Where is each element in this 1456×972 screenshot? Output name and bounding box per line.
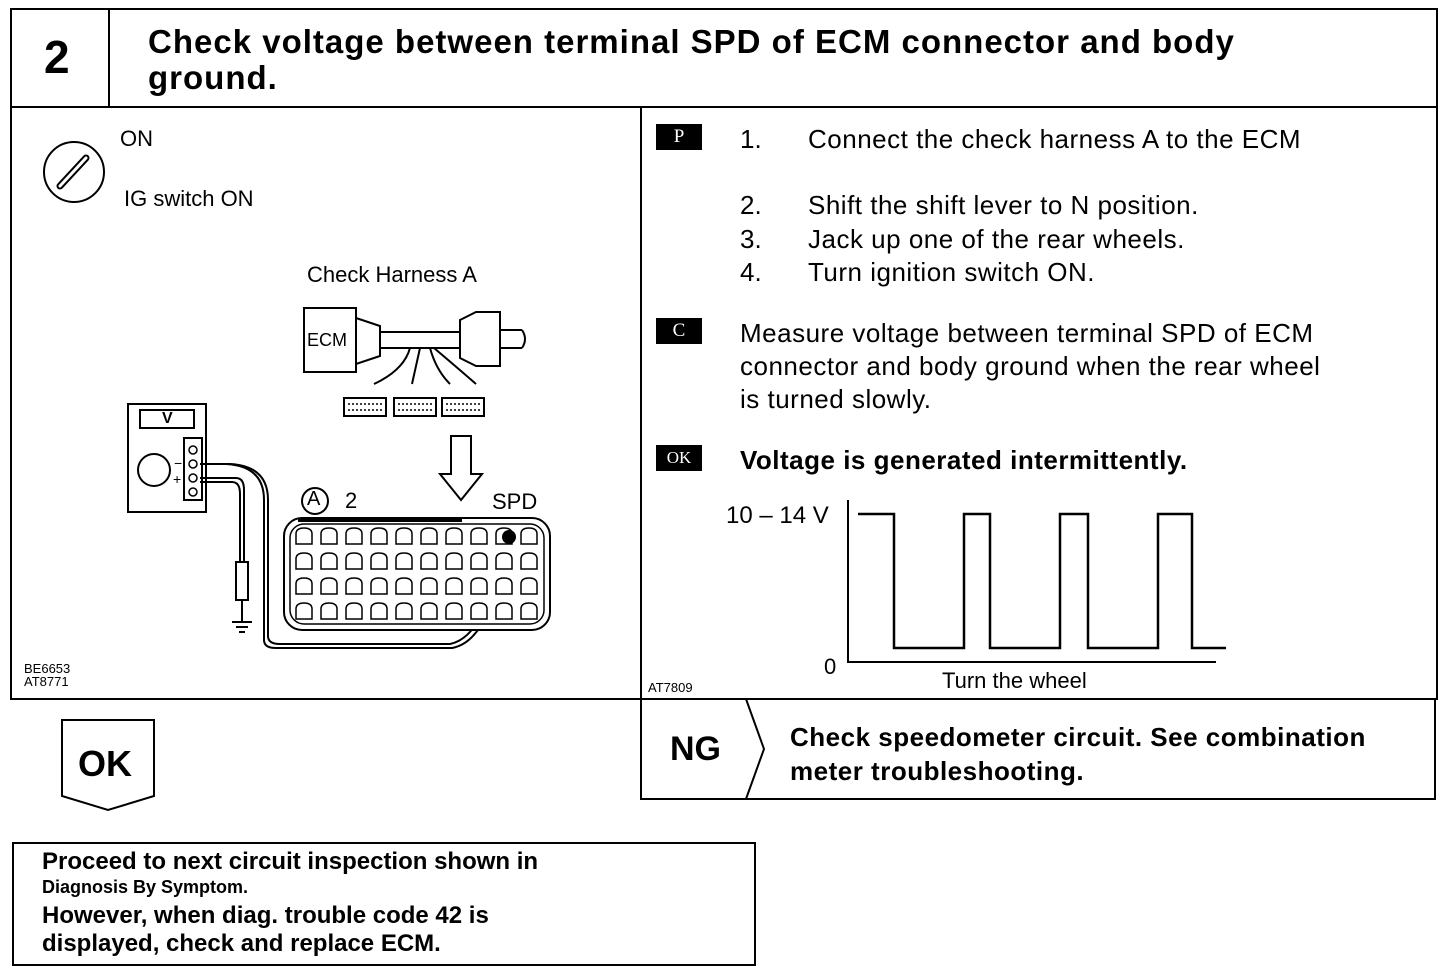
ng-label: NG <box>670 730 721 768</box>
next-line-4: displayed, check and replace ECM. <box>42 930 441 957</box>
marker-a-circle <box>301 487 329 515</box>
voltage-wave-series <box>858 512 1226 650</box>
ok-badge: OK <box>656 445 702 471</box>
connector-terminal <box>495 577 513 595</box>
step-1-number: 1. <box>740 124 762 154</box>
connector-terminal <box>420 527 438 545</box>
connector-terminal <box>295 602 313 620</box>
connector-terminal <box>470 527 488 545</box>
check-line-2: connector and body ground when the rear … <box>740 351 1321 381</box>
ng-divider <box>745 698 766 800</box>
connector-terminal <box>395 577 413 595</box>
connector-terminal <box>470 602 488 620</box>
connector-terminal <box>445 577 463 595</box>
connector-terminal <box>345 577 363 595</box>
ok-result-arrow <box>61 719 155 812</box>
spd-probe-tip <box>502 530 516 544</box>
connector-terminal <box>520 527 538 545</box>
step-4-number: 4. <box>740 257 762 287</box>
step-3-text: Jack up one of the rear wheels. <box>808 224 1185 254</box>
connector-terminal <box>395 527 413 545</box>
connector-terminal <box>295 552 313 570</box>
connector-terminal <box>370 602 388 620</box>
terminal-label: SPD <box>492 489 538 514</box>
connector-terminal <box>370 577 388 595</box>
ng-line-1: Check speedometer circuit. See combinati… <box>790 722 1366 752</box>
switch-state-label: ON <box>120 126 153 151</box>
meter-label: V <box>162 410 173 427</box>
step-1-text: Connect the check harness A to the ECM <box>808 124 1302 154</box>
next-line-3: However, when diag. trouble code 42 is <box>42 902 489 929</box>
ng-box <box>640 698 1436 800</box>
figure-ref-2: AT8771 <box>24 674 69 689</box>
connector-terminal <box>295 577 313 595</box>
next-line-1: Proceed to next circuit inspection shown… <box>42 848 539 875</box>
step-2-number: 2. <box>740 190 762 220</box>
connector-terminal <box>420 552 438 570</box>
connector-terminal <box>320 602 338 620</box>
panel-divider <box>640 106 642 700</box>
connector-terminal <box>345 527 363 545</box>
connector-terminal <box>445 552 463 570</box>
page-title-line1: Check voltage between terminal SPD of EC… <box>148 23 1235 60</box>
connector-marker: A <box>307 488 321 510</box>
check-line-1: Measure voltage between terminal SPD of … <box>740 318 1314 348</box>
connector-terminal <box>445 602 463 620</box>
connector-terminal <box>395 602 413 620</box>
chart-ylabel-low: 0 <box>824 654 837 679</box>
connector-terminal <box>420 577 438 595</box>
svg-text:+: + <box>173 471 181 487</box>
voltmeter-icon: − + <box>127 403 207 513</box>
check-badge: C <box>656 318 702 344</box>
chart-ylabel-high: 10 – 14 V <box>726 502 829 529</box>
connector-terminal <box>295 527 313 545</box>
step-3-number: 3. <box>740 224 762 254</box>
connector-terminal <box>445 527 463 545</box>
page-title-line2: ground. <box>148 59 278 96</box>
connector-terminal <box>470 552 488 570</box>
connector-terminal <box>320 527 338 545</box>
arrow-down-icon <box>437 435 485 502</box>
ok-criteria: Voltage is generated intermittently. <box>740 445 1188 475</box>
connector-terminal <box>520 577 538 595</box>
voltage-waveform-chart <box>847 500 1226 663</box>
chart-axis <box>847 500 1216 663</box>
connector-terminal <box>370 552 388 570</box>
connector-terminal <box>370 527 388 545</box>
connector-terminal <box>345 552 363 570</box>
connector-terminal <box>470 577 488 595</box>
svg-text:−: − <box>174 455 182 471</box>
connector-terminal <box>520 552 538 570</box>
ecm-label: ECM <box>307 330 347 350</box>
next-line-2: Diagnosis By Symptom. <box>42 877 249 897</box>
prep-badge: P <box>656 124 702 150</box>
harness-label: Check Harness A <box>307 262 477 287</box>
figure-ref-1: BE6653 <box>24 661 71 676</box>
step-2-text: Shift the shift lever to N position. <box>808 190 1199 220</box>
connector-terminal <box>320 552 338 570</box>
header-divider <box>108 8 110 108</box>
connector-terminal <box>420 602 438 620</box>
ignition-switch-icon <box>43 141 105 203</box>
connector-terminal <box>345 602 363 620</box>
step-4-text: Turn ignition switch ON. <box>808 257 1096 287</box>
ok-label: OK <box>78 743 132 784</box>
connector-terminal <box>395 552 413 570</box>
step-number: 2 <box>44 31 70 83</box>
connector-number: 2 <box>345 488 358 513</box>
connector-terminal <box>495 602 513 620</box>
check-harness-icon <box>303 307 526 417</box>
connector-terminal <box>495 552 513 570</box>
chart-figure-ref: AT7809 <box>648 680 693 695</box>
connector-terminal <box>320 577 338 595</box>
next-step-box <box>12 842 756 966</box>
check-line-3: is turned slowly. <box>740 384 932 414</box>
connector-terminal <box>520 602 538 620</box>
chart-xlabel: Turn the wheel <box>942 668 1087 693</box>
switch-caption: IG switch ON <box>124 186 254 211</box>
ng-line-2: meter troubleshooting. <box>790 756 1085 786</box>
